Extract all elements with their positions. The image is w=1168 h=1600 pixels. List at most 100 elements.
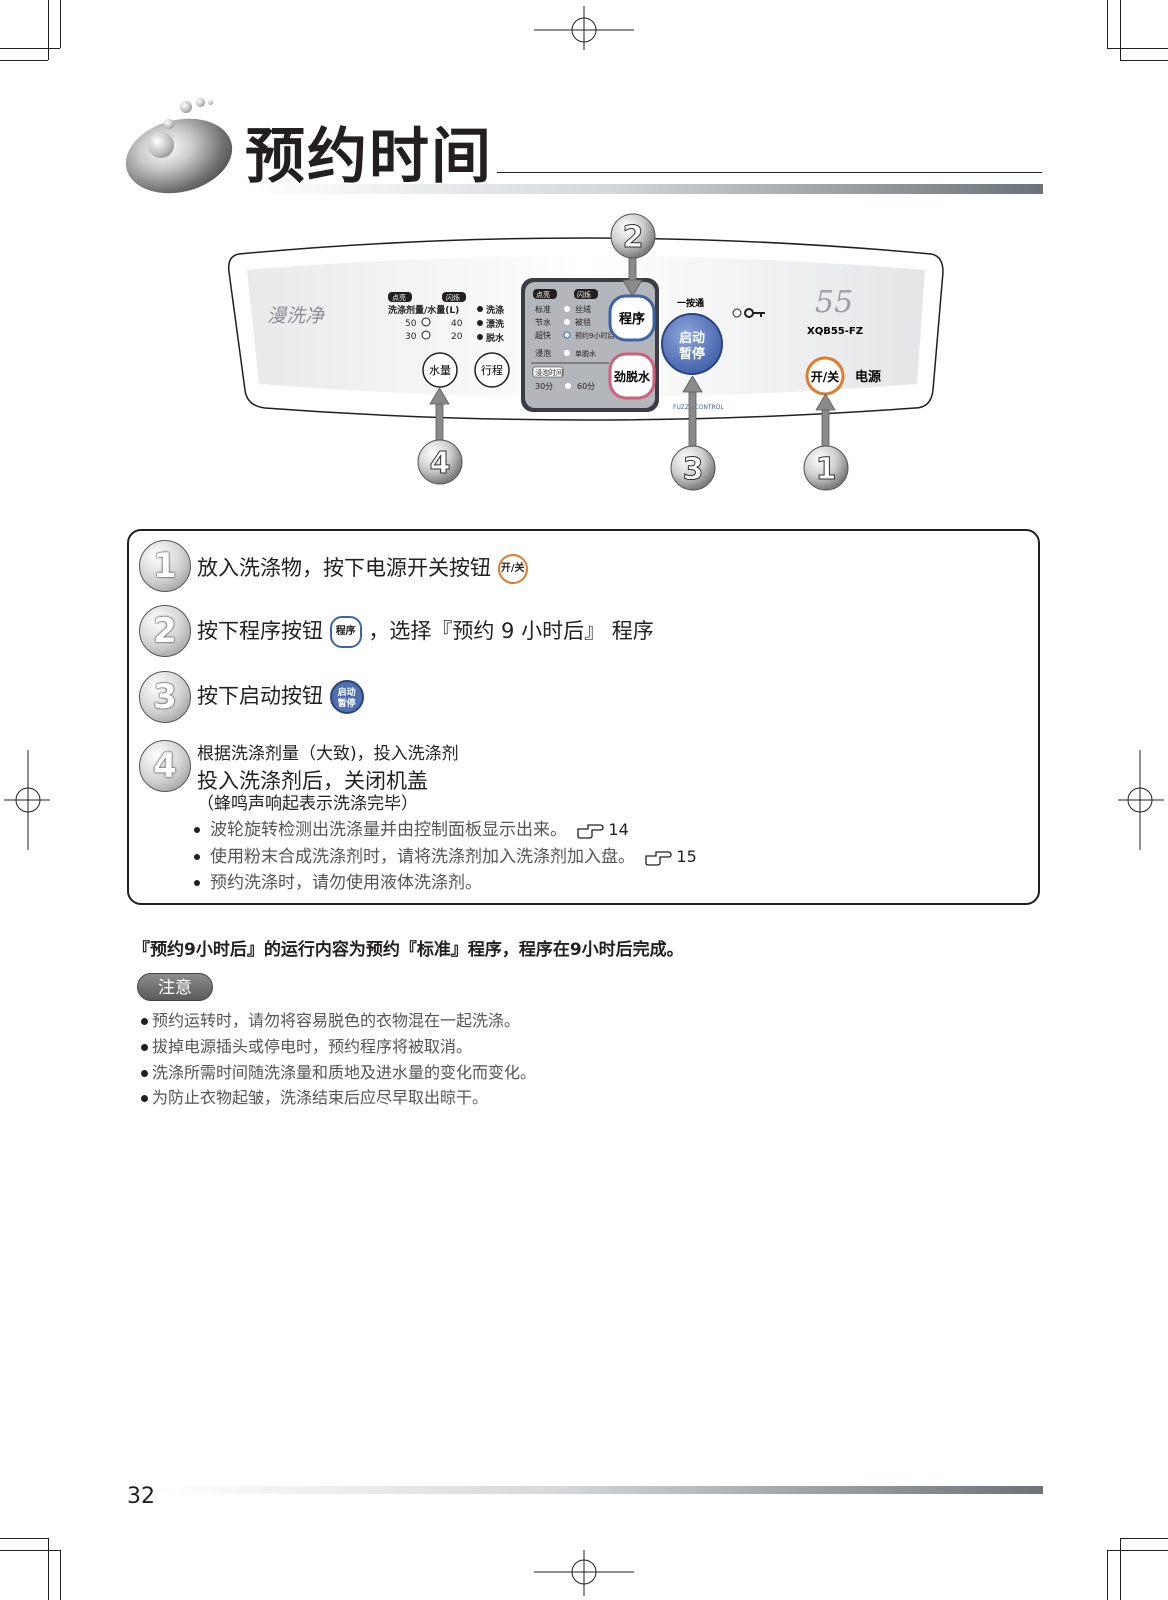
page-number: 32 [127, 1484, 155, 1509]
svg-text:洗涤剂量/水量(L): 洗涤剂量/水量(L) [388, 304, 459, 316]
svg-text:点亮: 点亮 [536, 290, 550, 299]
brand-logo: 漫洗净 [267, 305, 326, 327]
crop-mark [0, 1538, 48, 1539]
page-title: 预约时间 [245, 122, 493, 192]
svg-text:3: 3 [683, 452, 704, 487]
svg-text:启动: 启动 [679, 330, 705, 346]
pointing-hand-icon [577, 824, 605, 839]
svg-text:丝绒: 丝绒 [575, 304, 591, 314]
bubble-icon [148, 132, 174, 158]
svg-text:暂停: 暂停 [679, 346, 705, 362]
power-button-icon: 开/关 [497, 554, 528, 584]
svg-text:节水: 节水 [535, 317, 551, 327]
caution-item: 为防止衣物起皱，洗涤结束后应尽早取出晾干。 [141, 1084, 488, 1108]
svg-text:60分: 60分 [577, 382, 595, 391]
cycle-button[interactable]: 行程 [474, 352, 510, 388]
step-3-label: 按下启动按钮 [197, 684, 323, 708]
title-gradient-bar [245, 184, 1043, 194]
start-button-icon: 启动暂停 [329, 680, 364, 714]
svg-text:程序: 程序 [619, 311, 645, 327]
step-4-line-1: 根据洗涤剂量（大致)，投入洗涤剂 [197, 744, 459, 764]
svg-text:40: 40 [451, 319, 463, 329]
svg-text:闪烁: 闪烁 [446, 293, 460, 302]
bubble-icon [196, 98, 205, 107]
callout-2: 2 [610, 213, 656, 259]
footer-gradient-bar [155, 1486, 1043, 1494]
water-level-indicators: 点亮 闪烁 洗涤剂量/水量(L) 50 40 30 20 洗涤 漂洗 脱水 [388, 292, 505, 344]
program-button-icon: 程序 [329, 616, 362, 648]
power-button[interactable]: 开/关 [805, 356, 845, 396]
fuzzy-control-label: FUZZY CONTROL [673, 404, 724, 411]
power-label: 电源 [855, 369, 881, 385]
svg-text:30分: 30分 [535, 382, 553, 391]
crop-mark [1120, 1538, 1121, 1600]
bullet-item: 预约洗涤时，请勿使用液体洗涤剂。 [194, 868, 482, 893]
crop-mark [0, 1550, 60, 1551]
control-panel-diagram: 漫洗净 点亮 闪烁 洗涤剂量/水量(L) 50 40 30 20 洗涤 漂洗 脱… [227, 213, 944, 491]
svg-text:浸泡时间: 浸泡时间 [535, 368, 563, 377]
bubble-icon [164, 119, 174, 129]
svg-text:30: 30 [405, 332, 417, 342]
svg-text:劲脱水: 劲脱水 [613, 369, 651, 384]
step-3-text: 按下启动按钮 启动暂停 [197, 680, 364, 714]
registration-mark-left [4, 750, 50, 850]
bullet-item: 使用粉末合成洗涤剂时，请将洗涤剂加入洗涤剂加入盘。 15 [194, 842, 697, 867]
crop-mark [0, 60, 48, 61]
svg-text:4: 4 [430, 446, 451, 481]
lock-indicator [732, 308, 742, 318]
caution-item: 预约运转时，请勿将容易脱色的衣物混在一起洗涤。 [141, 1007, 520, 1031]
registration-mark-right [1118, 750, 1164, 850]
svg-text:浸泡: 浸泡 [535, 348, 551, 358]
callout-4: 4 [417, 439, 463, 485]
crop-mark [1107, 1550, 1168, 1551]
child-lock-label: 一按通 [677, 297, 704, 309]
caution-item: 拔掉电源插头或停电时，预约程序将被取消。 [141, 1033, 472, 1057]
registration-mark-top [534, 6, 634, 50]
step-4-line-2: 投入洗涤剂后，关闭机盖 [197, 769, 428, 793]
svg-text:超快: 超快 [535, 330, 551, 340]
step-number-1: 1 [139, 540, 191, 592]
svg-text:水量: 水量 [429, 364, 451, 377]
title-rule [497, 172, 1042, 173]
crop-mark [60, 0, 61, 48]
crop-mark [1107, 1550, 1108, 1600]
step-2-label-before: 按下程序按钮 [197, 619, 323, 643]
svg-text:洗涤: 洗涤 [486, 304, 504, 316]
display-readout: 55 [815, 285, 853, 320]
svg-text:20: 20 [451, 332, 463, 342]
step-2-label-after: ，选择『预约 9 小时后』 程序 [368, 619, 654, 643]
step-1-label: 放入洗涤物，按下电源开关按钮 [197, 556, 491, 580]
logo-icon [117, 108, 241, 204]
steps-box [127, 529, 1040, 905]
program-button[interactable]: 程序 [608, 294, 656, 342]
crop-mark [48, 0, 49, 60]
svg-text:标准: 标准 [535, 304, 551, 314]
step-number-2: 2 [139, 605, 191, 657]
water-button[interactable]: 水量 [422, 352, 458, 388]
step-number-4: 4 [139, 740, 191, 792]
svg-text:闪烁: 闪烁 [577, 290, 591, 299]
callout-1: 1 [803, 445, 849, 491]
callout-3: 3 [670, 445, 716, 491]
step-2-text: 按下程序按钮 程序 ，选择『预约 9 小时后』 程序 [197, 615, 654, 648]
registration-mark-bottom [534, 1550, 634, 1596]
step-1-text: 放入洗涤物，按下电源开关按钮 开/关 [197, 552, 528, 584]
crop-mark [1107, 0, 1108, 48]
bubble-icon [208, 100, 213, 105]
start-pause-button[interactable]: 启动 暂停 [661, 313, 723, 375]
crop-mark [1107, 48, 1168, 49]
crop-mark [60, 1550, 61, 1600]
svg-text:1: 1 [816, 452, 837, 487]
crop-mark [48, 1538, 49, 1600]
svg-text:2: 2 [623, 220, 644, 255]
svg-text:预约9小时后: 预约9小时后 [575, 331, 614, 340]
crop-mark [1120, 60, 1168, 61]
model-label: XQB55-FZ [807, 326, 863, 337]
crop-mark [1120, 0, 1121, 60]
spin-button[interactable]: 劲脱水 [608, 352, 656, 400]
svg-text:脱水: 脱水 [486, 332, 505, 344]
bubble-icon [180, 101, 192, 113]
step-4-line-3: （蜂鸣声响起表示洗涤完毕） [197, 794, 418, 814]
svg-text:单脱水: 单脱水 [575, 349, 596, 358]
